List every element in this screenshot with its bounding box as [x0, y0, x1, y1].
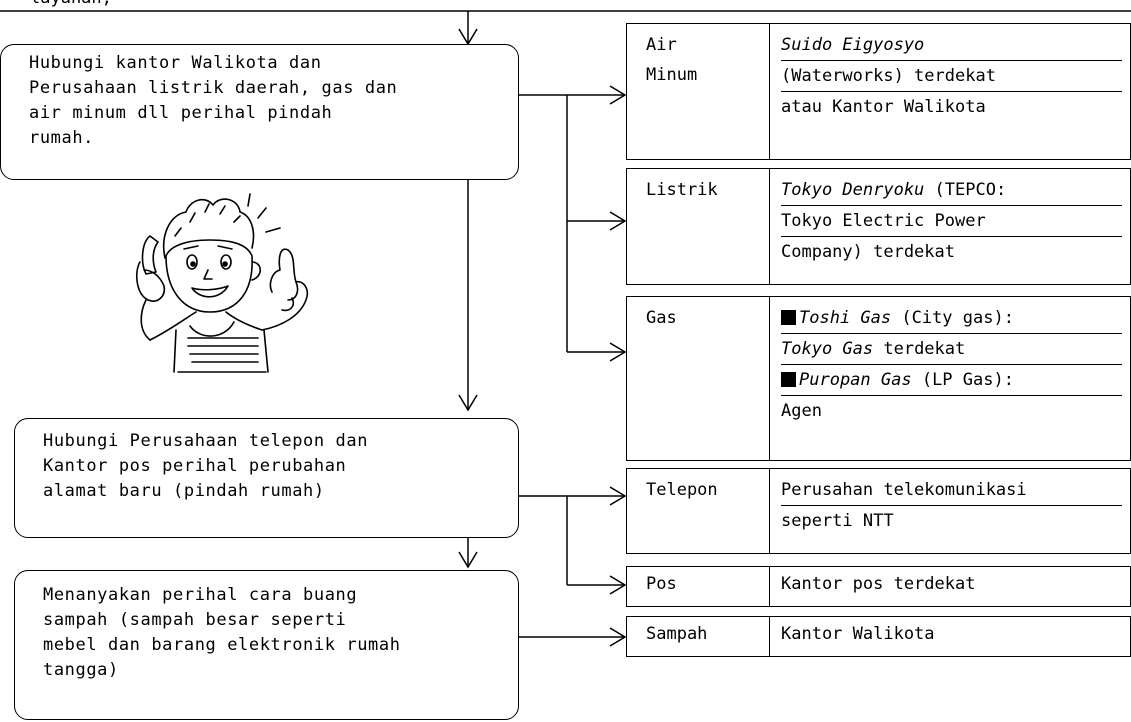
- table-label: Air Minum: [627, 24, 770, 159]
- table-value-text: (Waterworks) terdekat: [781, 66, 996, 86]
- table-value-line: Tokyo Electric Power: [781, 206, 1122, 237]
- table-value-line: Perusahan telekomunikasi: [781, 475, 1122, 506]
- table-value-line: Toshi Gas (City gas):: [781, 303, 1122, 334]
- flow-box-line: tangga): [43, 660, 119, 680]
- table-value: Suido Eigyosyo (Waterworks) terdekat atau …: [770, 24, 1130, 159]
- flow-box-garbage-disposal: Menanyakan perihal cara buang sampah (sa…: [14, 570, 519, 720]
- table-value-text: Tokyo Denryoku: [781, 180, 925, 200]
- man-on-phone-illustration: [135, 193, 309, 373]
- table-label: Sampah: [627, 617, 770, 656]
- flow-box-line: Hubungi Perusahaan telepon dan: [43, 431, 369, 451]
- table-value-text: (LP Gas):: [911, 370, 1014, 390]
- flow-box-line: mebel dan barang elektronik rumah: [43, 635, 401, 655]
- flow-box-line: sampah (sampah besar seperti: [43, 610, 347, 630]
- flow-box-line: Kantor pos perihal perubahan: [43, 456, 347, 476]
- table-value-line: Company) terdekat: [781, 237, 1122, 267]
- table-gas: Gas Toshi Gas (City gas):Tokyo Gas terde…: [626, 296, 1131, 461]
- table-value-text: (TEPCO:: [924, 180, 1007, 200]
- square-bullet-icon: [781, 372, 796, 387]
- flow-box-line: Perusahaan listrik daerah, gas dan: [29, 78, 398, 98]
- table-value-text: Tokyo Gas: [781, 339, 874, 359]
- table-value: Kantor pos terdekat: [770, 567, 1130, 606]
- table-pos: Pos Kantor pos terdekat: [626, 566, 1131, 607]
- square-bullet-icon: [781, 310, 796, 325]
- table-value-line: Tokyo Denryoku (TEPCO:: [781, 175, 1122, 206]
- flow-box-line: rumah.: [29, 128, 95, 148]
- table-value: Perusahan telekomunikasi seperti NTT: [770, 469, 1130, 553]
- table-value-text: Puropan Gas: [799, 370, 912, 390]
- table-value: Tokyo Denryoku (TEPCO: Tokyo Electric Pow…: [770, 169, 1130, 284]
- table-telepon: Telepon Perusahan telekomunikasi seperti …: [626, 468, 1131, 554]
- table-value-text: Kantor pos terdekat: [781, 574, 976, 594]
- table-value-text: Tokyo Electric Power: [781, 211, 986, 231]
- table-value: Kantor Walikota: [770, 617, 1130, 656]
- table-label: Gas: [627, 297, 770, 460]
- table-value-text: Company) terdekat: [781, 242, 955, 262]
- table-value-line: Puropan Gas (LP Gas):: [781, 365, 1122, 396]
- table-value-text: Agen: [781, 401, 822, 421]
- flow-box-contact-city-office: Hubungi kantor Walikota dan Perusahaan l…: [0, 44, 519, 180]
- table-value-line: Kantor Walikota: [781, 619, 1122, 649]
- cut-off-heading-text: layanan;: [30, 0, 112, 8]
- flow-box-line: Menanyakan perihal cara buang: [43, 585, 358, 605]
- table-listrik: Listrik Tokyo Denryoku (TEPCO: Tokyo Elec…: [626, 168, 1131, 285]
- table-value-text: seperti NTT: [781, 511, 894, 531]
- table-value-line: Agen: [781, 396, 1122, 426]
- table-value-line: seperti NTT: [781, 506, 1122, 536]
- table-label: Pos: [627, 567, 770, 606]
- table-sampah: Sampah Kantor Walikota: [626, 616, 1131, 657]
- table-value-text: (City gas):: [891, 308, 1014, 328]
- table-label: Telepon: [627, 469, 770, 553]
- table-value-text: terdekat: [873, 339, 966, 359]
- table-value-line: Tokyo Gas terdekat: [781, 334, 1122, 365]
- table-value-line: Kantor pos terdekat: [781, 569, 1122, 599]
- flow-box-contact-phone-post: Hubungi Perusahaan telepon dan Kantor po…: [14, 418, 519, 538]
- table-value-line: Suido Eigyosyo: [781, 30, 1122, 61]
- flow-box-line: Hubungi kantor Walikota dan: [29, 53, 322, 73]
- table-label: Listrik: [627, 169, 770, 284]
- table-value-text: Toshi Gas: [799, 308, 892, 328]
- table-value-text: atau Kantor Walikota: [781, 97, 986, 117]
- table-air-minum: Air Minum Suido Eigyosyo (Waterworks) ter…: [626, 23, 1131, 160]
- table-value-line: atau Kantor Walikota: [781, 92, 1122, 122]
- table-value-text: Suido Eigyosyo: [781, 35, 925, 55]
- flow-box-line: alamat baru (pindah rumah): [43, 481, 325, 501]
- table-value-text: Perusahan telekomunikasi: [781, 480, 1027, 500]
- table-value-text: Kantor Walikota: [781, 624, 935, 644]
- table-value-line: (Waterworks) terdekat: [781, 61, 1122, 92]
- flow-box-line: air minum dll perihal pindah: [29, 103, 333, 123]
